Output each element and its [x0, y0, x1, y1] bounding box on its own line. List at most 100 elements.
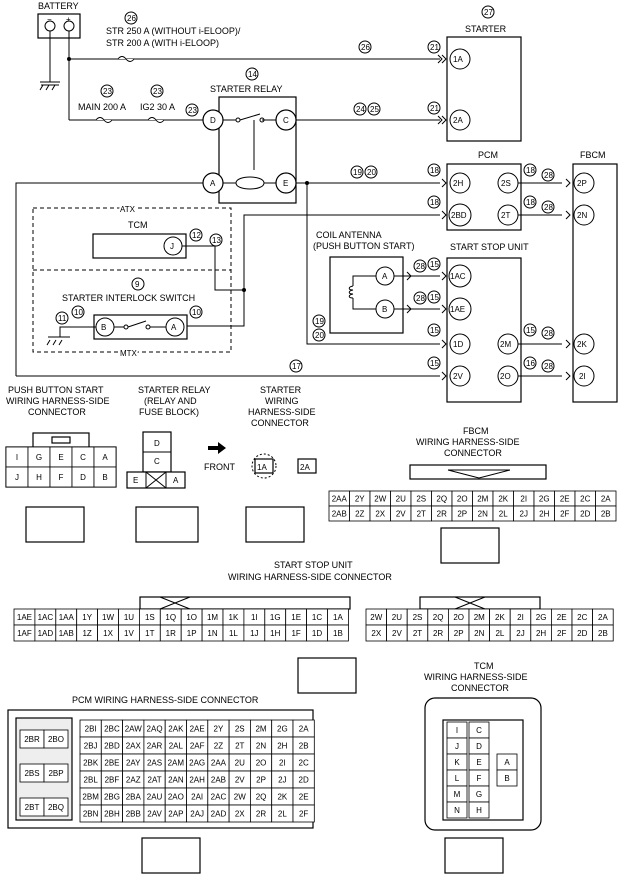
- connector-pin-label: A: [504, 758, 510, 767]
- starter-interlock-label: STARTER INTERLOCK SWITCH: [62, 293, 195, 303]
- connector-pin-label: 2B: [299, 742, 309, 751]
- connector-pin-label: 2BJ: [84, 742, 98, 751]
- svg-text:2T: 2T: [501, 211, 510, 220]
- connector-pin-label: 2AJ: [190, 810, 204, 819]
- str-fuse: 26 STR 250 A (WITHOUT i-ELOOP)/ STR 200 …: [106, 11, 241, 62]
- relay-pin-a: A: [202, 172, 224, 194]
- svg-text:PUSH BUTTON START: PUSH BUTTON START: [8, 385, 104, 395]
- connector-pin-label: 2Q: [433, 613, 444, 622]
- relay-pin-c: C: [275, 109, 297, 131]
- connector-pin-label: 2BK: [83, 759, 99, 768]
- atx-mtx-frame: [32, 207, 232, 353]
- connector-pin-label: 2V: [392, 629, 402, 638]
- connector-pin-label: 1AE: [17, 613, 32, 622]
- starter-box: [446, 36, 522, 142]
- svg-text:2BD: 2BD: [451, 211, 467, 220]
- ssu-connector-icon: [297, 657, 357, 694]
- connector-pin-label: 1G: [270, 613, 281, 622]
- pcm-label: PCM: [478, 150, 498, 160]
- svg-text:E: E: [283, 179, 288, 188]
- svg-text:1A: 1A: [257, 463, 267, 472]
- connector-pin-label: 2Y: [214, 725, 224, 734]
- svg-text:28: 28: [544, 171, 553, 180]
- connector-pin-label: 2X: [371, 629, 381, 638]
- connector-pin-label: 2AT: [148, 776, 162, 785]
- connector-pin-label: 2BB: [126, 810, 141, 819]
- connector-pin-label: F: [59, 473, 64, 482]
- svg-text:CONNECTOR: CONNECTOR: [444, 448, 502, 458]
- svg-text:20: 20: [315, 331, 324, 340]
- connector-pin-label: 1AD: [38, 629, 54, 638]
- pcm-pin-2bd: 2BD: [448, 203, 472, 227]
- pcm-pin-2h: 2H: [449, 172, 471, 194]
- svg-text:18: 18: [430, 198, 439, 207]
- connector-pin-label: 2BM: [82, 793, 99, 802]
- svg-text:A: A: [210, 179, 216, 188]
- connector-pin-label: 1P: [187, 629, 197, 638]
- connector-pin-label: 2AY: [126, 759, 141, 768]
- svg-text:15: 15: [526, 326, 535, 335]
- svg-text:A: A: [171, 323, 177, 332]
- connector-pin-label: G: [36, 453, 42, 462]
- connector-pin-label: 1E: [291, 613, 301, 622]
- connector-pin-label: 2C: [577, 613, 587, 622]
- svg-text:28: 28: [416, 294, 425, 303]
- connector-pin-label: 2BO: [48, 735, 64, 744]
- svg-text:2H: 2H: [453, 179, 463, 188]
- connector-pin-label: 2O: [453, 613, 464, 622]
- connector-pin-label: D: [476, 742, 482, 751]
- connector-pin-label: 2F: [557, 629, 566, 638]
- connector-pin-label: 2AB: [211, 776, 226, 785]
- connector-pin-label: 2N: [474, 629, 484, 638]
- connector-pin-label: 2BF: [105, 776, 120, 785]
- svg-text:2M: 2M: [500, 340, 511, 349]
- connector-pin-label: 1AA: [59, 613, 75, 622]
- connector-pin-label: 2D: [577, 629, 587, 638]
- connector-pin-label: 2S: [416, 495, 426, 504]
- mtx-label: MTX: [120, 349, 138, 358]
- connector-pin-label: 1Y: [82, 613, 92, 622]
- connector-pin-label: 2H: [277, 742, 287, 751]
- connector-pin-label: 2Z: [214, 742, 223, 751]
- connector-pin-label: B: [102, 473, 107, 482]
- svg-text:2K: 2K: [577, 340, 587, 349]
- svg-text:15: 15: [430, 260, 439, 269]
- connector-pin-label: 2BT: [25, 803, 40, 812]
- connector-pin-label: 2M: [474, 613, 485, 622]
- svg-text:9: 9: [135, 280, 140, 289]
- connector-pin-label: 2AN: [168, 776, 184, 785]
- connector-pin-label: 1X: [103, 629, 113, 638]
- fbcm-connector-icon: [440, 527, 500, 564]
- connector-pin-label: 2R: [437, 510, 447, 519]
- connector-pin-label: 2R: [256, 810, 266, 819]
- connector-pin-label: 2AD: [211, 810, 227, 819]
- svg-text:17: 17: [292, 362, 301, 371]
- svg-text:D: D: [154, 439, 160, 448]
- connector-pin-label: 1AF: [17, 629, 32, 638]
- starter-wiring-connector: STARTER WIRING HARNESS-SIDE CONNECTOR FR…: [204, 385, 317, 479]
- connector-pin-label: 2AP: [168, 810, 183, 819]
- svg-text:15: 15: [430, 359, 439, 368]
- connector-pin-label: 1F: [291, 629, 300, 638]
- coil-antenna-label2: (PUSH BUTTON START): [313, 241, 415, 251]
- connector-pin-label: 2T: [413, 629, 422, 638]
- connector-pin-label: 2BR: [24, 735, 40, 744]
- connector-pin-label: 2E: [560, 495, 570, 504]
- starter-connector-icon: [245, 506, 305, 543]
- connector-pin-label: 1R: [166, 629, 176, 638]
- svg-text:2V: 2V: [453, 372, 463, 381]
- connector-pin-label: 1K: [229, 613, 239, 622]
- connector-pin-label: 2F: [560, 510, 569, 519]
- svg-text:STR 200 A (WITH i-ELOOP): STR 200 A (WITH i-ELOOP): [106, 38, 219, 48]
- tcm-conn-title-3: CONNECTOR: [451, 683, 509, 693]
- connector-pin-label: 2N: [256, 742, 266, 751]
- connector-pin-label: 2AB: [332, 510, 347, 519]
- connector-pin-label: 1AB: [59, 629, 74, 638]
- svg-text:1AC: 1AC: [450, 272, 466, 281]
- connector-pin-label: 1H: [270, 629, 280, 638]
- connector-pin-label: B: [504, 774, 509, 783]
- connector-pin-label: J: [15, 473, 19, 482]
